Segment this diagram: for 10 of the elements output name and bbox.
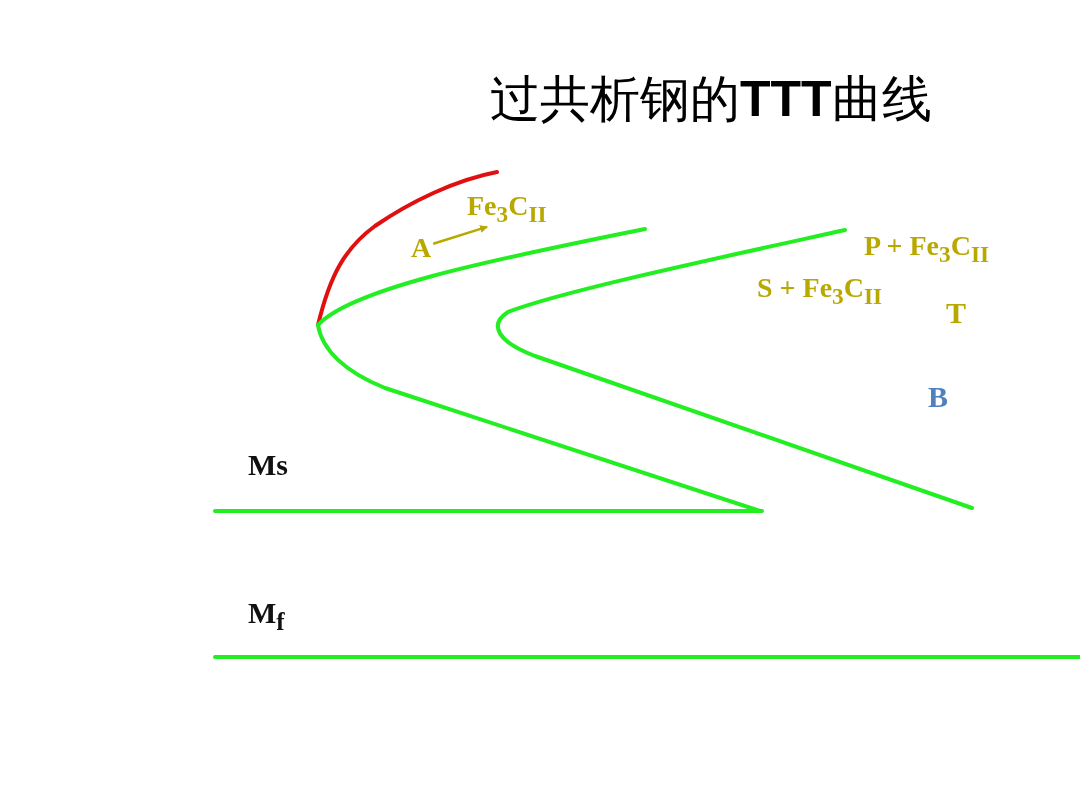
temperature-label: Ms (248, 450, 288, 480)
arrow (432, 225, 488, 245)
title: 过共析钢的TTT曲线 (490, 74, 932, 124)
temperature-label: M$_{f}$ (248, 598, 285, 634)
phase-label: P + Fe$_{3}$C$_{II}$ (864, 232, 990, 266)
phase-label: A (411, 234, 432, 262)
phase-label: Fe$_{3}$C$_{II}$ (467, 192, 547, 226)
phase-label: S + Fe$_{3}$C$_{II}$ (757, 274, 883, 308)
phase-label: B (928, 382, 948, 412)
phase-label: T (946, 298, 966, 328)
